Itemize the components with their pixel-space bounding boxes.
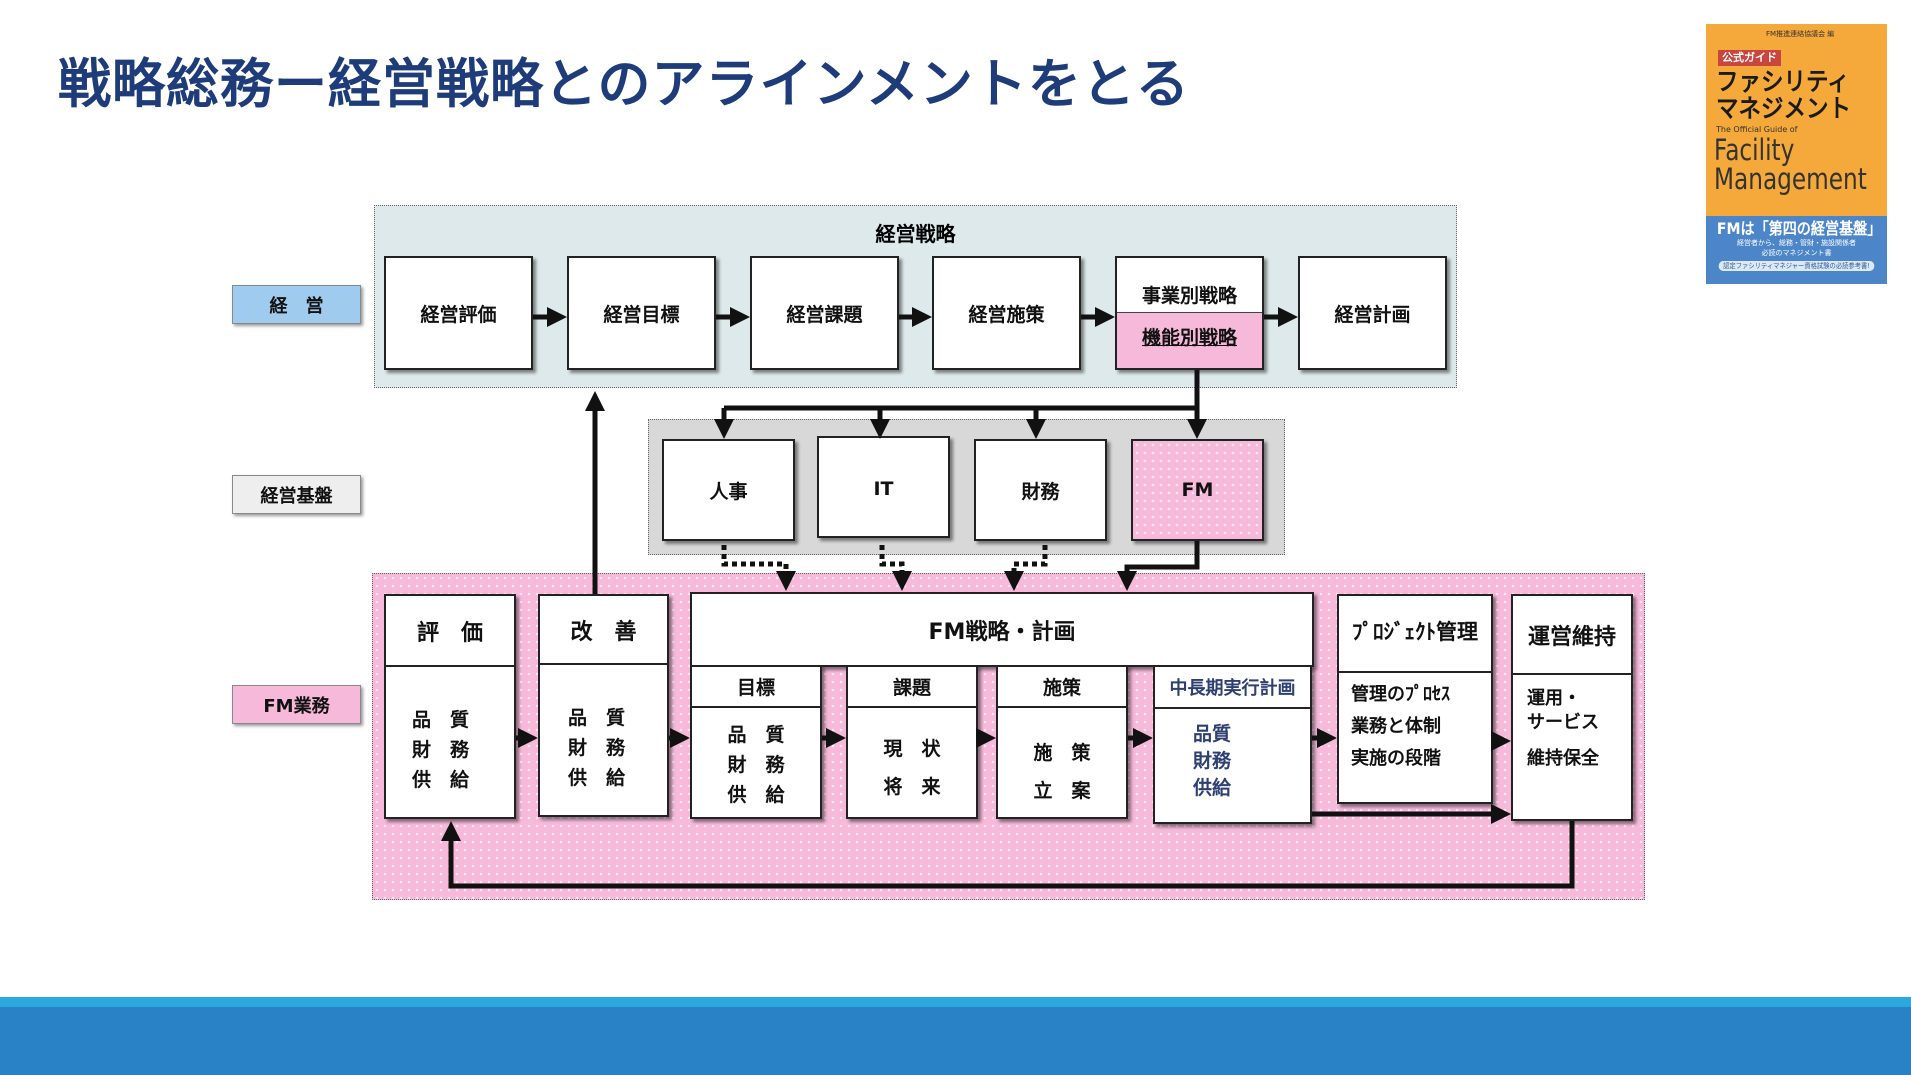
business-strategy: 事業別戦略 [1141, 285, 1237, 307]
label-fm-gyomu: FM業務 [232, 685, 361, 724]
book-subtitle: The Official Guide of [1716, 125, 1798, 134]
mokuhyo-items: 品 質財 務供 給 [727, 724, 785, 806]
label-keiei: 経 営 [232, 285, 361, 324]
book-band-text2: 必読のマネジメント書 [1761, 249, 1832, 257]
arrow [1117, 541, 1200, 591]
box-kadai: 課題 現 状将 来 [846, 665, 978, 819]
loop-arrow [441, 821, 1575, 889]
box-keiei-shisaku: 経営施策 [932, 256, 1081, 370]
box-strategy-split: 事業別戦略 機能別戦略 [1115, 256, 1264, 370]
hyoka-title: 評 価 [386, 596, 514, 667]
box-project-management: ﾌﾟﾛｼﾞｪｸﾄ管理 管理のﾌﾟﾛｾｽ業務と体制実施の段階 [1337, 594, 1493, 804]
footer-accent-strip [0, 997, 1911, 1007]
book-band-text1: 経営者から、総務・管財・施設関係者 [1737, 239, 1856, 247]
box-keiei-keikaku: 経営計画 [1298, 256, 1447, 370]
shisaku-items: 施 策立 案 [1033, 742, 1091, 802]
box-midterm-plan: 中長期実行計画 品質財務供給 [1153, 665, 1312, 824]
box-jinji: 人事 [662, 439, 795, 541]
book-title-line1: ファシリティ [1716, 67, 1850, 96]
book-title-line2: マネジメント [1716, 94, 1852, 123]
midterm-title: 中長期実行計画 [1155, 667, 1310, 709]
book-cover-image: FM推進連絡協議会 編 公式ガイド ファシリティマネジメント The Offic… [1706, 24, 1887, 284]
book-band: FMは「第四の経営基盤」 経営者から、総務・管財・施設関係者 必読のマネジメント… [1706, 216, 1887, 284]
box-fm: FM [1131, 439, 1264, 541]
kadai-items: 現 状将 来 [883, 738, 941, 798]
book-en-line2: Management [1714, 162, 1867, 196]
footer-band [0, 1007, 1911, 1075]
box-mokuhyo: 目標 品 質財 務供 給 [690, 665, 822, 819]
book-band-pill: 認定ファシリティマネジャー資格試験の必読参考書! [1718, 261, 1875, 271]
ops-items: 運用・サービス維持保全 [1527, 688, 1599, 769]
box-keiei-kadai: 経営課題 [750, 256, 899, 370]
mokuhyo-title: 目標 [692, 667, 820, 708]
ops-title: 運営維持 [1513, 596, 1631, 675]
book-title: ファシリティマネジメント [1716, 68, 1851, 122]
kaizen-title: 改 善 [540, 596, 667, 665]
box-shisaku: 施策 施 策立 案 [996, 665, 1128, 819]
label-keiei-kiban: 経営基盤 [232, 475, 361, 514]
book-band-title: FMは「第四の経営基盤」 [1716, 219, 1882, 238]
dotted-arrow [1004, 545, 1048, 591]
panel-title: 経営戦略 [875, 222, 956, 246]
midterm-items: 品質財務供給 [1193, 723, 1232, 799]
shisaku-title: 施策 [998, 667, 1126, 708]
book-en-line1: Facility [1714, 133, 1795, 167]
project-items: 管理のﾌﾟﾛｾｽ業務と体制実施の段階 [1351, 684, 1450, 769]
box-operation-maintenance: 運営維持 運用・サービス維持保全 [1511, 594, 1633, 821]
book-tag: 公式ガイド [1718, 50, 1781, 66]
box-hyoka: 評 価 品 質財 務供 給 [384, 594, 516, 819]
functional-strategy: 機能別戦略 [1117, 312, 1262, 368]
box-kaizen: 改 善 品 質財 務供 給 [538, 594, 669, 817]
box-zaimu: 財務 [974, 439, 1107, 541]
box-keiei-mokuhyo: 経営目標 [567, 256, 716, 370]
box-keiei-hyoka: 経営評価 [384, 256, 533, 370]
dotted-arrow [721, 545, 796, 591]
slide-title: 戦略総務ー経営戦略とのアラインメントをとる [58, 54, 1190, 115]
hyoka-items: 品 質財 務供 給 [412, 709, 470, 791]
kaizen-items: 品 質財 務供 給 [568, 707, 626, 789]
management-strategy-panel: 経営戦略 [374, 205, 1457, 388]
kadai-title: 課題 [848, 667, 976, 708]
box-it: IT [817, 436, 950, 538]
book-publisher: FM推進連絡協議会 編 [1766, 30, 1835, 38]
dotted-arrow [879, 545, 912, 591]
project-title: ﾌﾟﾛｼﾞｪｸﾄ管理 [1339, 596, 1491, 673]
